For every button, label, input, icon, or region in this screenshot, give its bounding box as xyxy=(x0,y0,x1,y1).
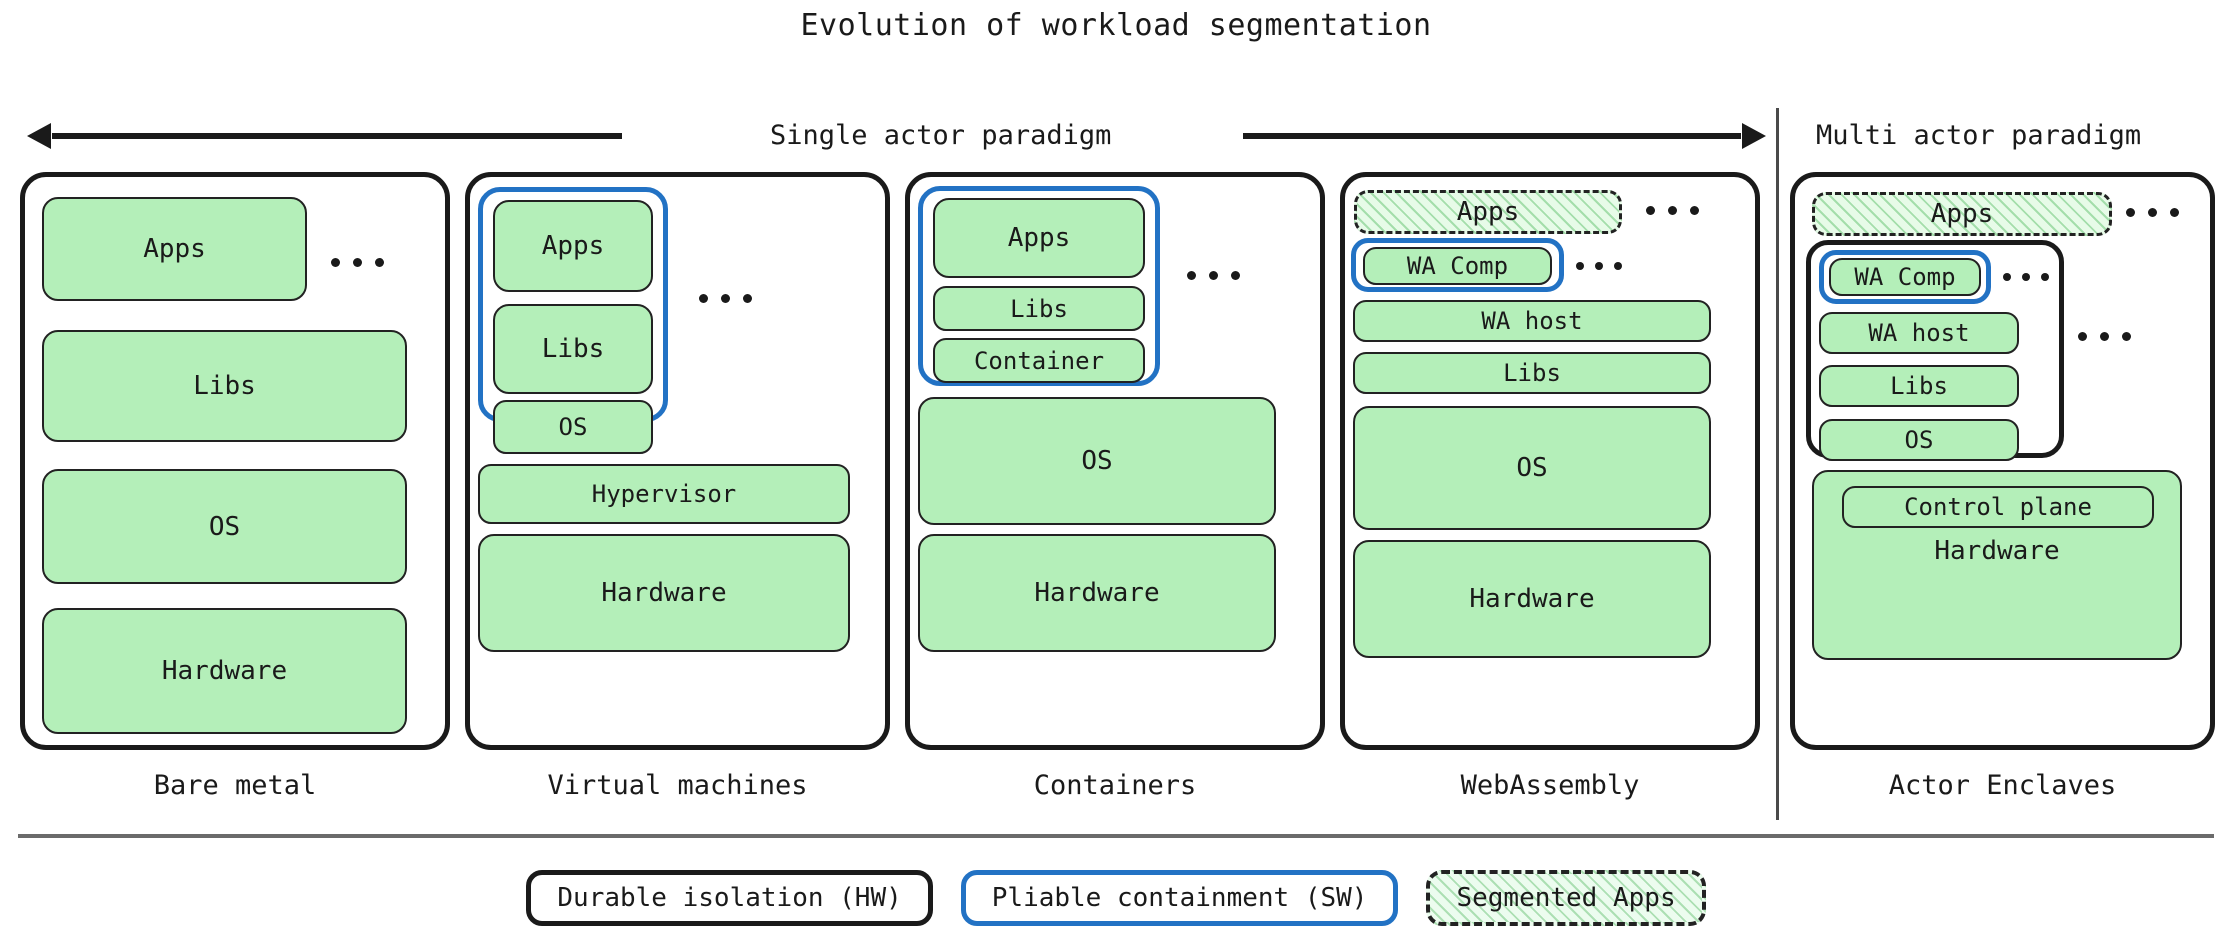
layer-os[interactable]: OS xyxy=(493,400,653,454)
caption-containers: Containers xyxy=(1033,770,1197,801)
ellipsis-icon-apps xyxy=(331,258,384,267)
layer-libs[interactable]: Libs xyxy=(42,330,407,442)
ellipsis-icon-guest xyxy=(699,294,752,303)
column-bare-metal: Apps Libs OS Hardware xyxy=(20,172,450,750)
layer-wa-host[interactable]: WA host xyxy=(1353,300,1711,342)
paradigm-band: Single actor paradigm Multi actor paradi… xyxy=(0,108,2232,162)
caption-actor-enclaves: Actor Enclaves xyxy=(1888,770,2117,801)
layer-apps[interactable]: Apps xyxy=(493,200,653,292)
ellipsis-icon-apps xyxy=(1646,206,1699,215)
arrow-right-icon xyxy=(1243,133,1741,139)
layer-hypervisor[interactable]: Hypervisor xyxy=(478,464,850,524)
ellipsis-icon-apps xyxy=(2126,208,2179,217)
single-actor-paradigm-label: Single actor paradigm xyxy=(770,120,1112,151)
legend-item-durable-isolation[interactable]: Durable isolation (HW) xyxy=(526,870,933,926)
multi-actor-paradigm-label: Multi actor paradigm xyxy=(1816,120,2142,151)
stack-columns: Apps Libs OS Hardware Apps Libs OS Hyper… xyxy=(0,172,2232,752)
layer-hardware[interactable]: Hardware xyxy=(478,534,850,652)
page-title: Evolution of workload segmentation xyxy=(800,8,1432,43)
sw-containment-boundary xyxy=(1351,238,1564,292)
caption-bare-metal: Bare metal xyxy=(153,770,317,801)
layer-hardware[interactable]: Control plane Hardware xyxy=(1812,470,2182,660)
legend-item-segmented-apps[interactable]: Segmented Apps xyxy=(1426,870,1706,926)
ellipsis-icon-wa-comp xyxy=(2003,273,2049,281)
layer-libs[interactable]: Libs xyxy=(1819,365,2019,407)
caption-webassembly: WebAssembly xyxy=(1460,770,1640,801)
ellipsis-icon-enclave xyxy=(2078,332,2131,341)
layer-hardware[interactable]: Hardware xyxy=(42,608,407,734)
legend-item-pliable-containment[interactable]: Pliable containment (SW) xyxy=(960,870,1399,926)
layer-libs[interactable]: Libs xyxy=(493,304,653,394)
layer-os[interactable]: OS xyxy=(918,397,1276,525)
layer-control-plane[interactable]: Control plane xyxy=(1842,486,2154,528)
legend-divider xyxy=(18,834,2214,838)
layer-hardware[interactable]: Hardware xyxy=(1353,540,1711,658)
column-actor-enclaves: Apps WA Comp WA host Libs OS Control pla… xyxy=(1790,172,2215,750)
sw-containment-boundary xyxy=(918,186,1160,386)
caption-virtual-machines: Virtual machines xyxy=(547,770,808,801)
layer-wa-comp[interactable]: WA Comp xyxy=(1363,247,1552,285)
layer-libs[interactable]: Libs xyxy=(933,286,1145,331)
layer-container[interactable]: Container xyxy=(933,338,1145,383)
layer-hardware-label: Hardware xyxy=(1934,536,2060,566)
layer-wa-comp[interactable]: WA Comp xyxy=(1829,258,1981,296)
arrow-left-icon xyxy=(52,133,622,139)
column-containers: Apps Libs Container OS Hardware xyxy=(905,172,1325,750)
layer-os[interactable]: OS xyxy=(1353,406,1711,530)
column-webassembly: Apps WA Comp WA host Libs OS Hardware xyxy=(1340,172,1760,750)
layer-os[interactable]: OS xyxy=(42,469,407,584)
ellipsis-icon-wa-comp xyxy=(1576,262,1622,270)
layer-apps-segmented[interactable]: Apps xyxy=(1354,190,1622,234)
layer-wa-host[interactable]: WA host xyxy=(1819,312,2019,354)
paradigm-vertical-divider xyxy=(1776,108,1779,820)
layer-apps[interactable]: Apps xyxy=(42,197,307,301)
sw-containment-boundary xyxy=(1819,250,1991,304)
layer-apps[interactable]: Apps xyxy=(933,198,1145,278)
layer-libs[interactable]: Libs xyxy=(1353,352,1711,394)
legend: Durable isolation (HW) Pliable containme… xyxy=(0,870,2232,926)
layer-apps-segmented[interactable]: Apps xyxy=(1812,192,2112,236)
layer-os[interactable]: OS xyxy=(1819,419,2019,461)
layer-hardware[interactable]: Hardware xyxy=(918,534,1276,652)
ellipsis-icon-container xyxy=(1187,271,1240,280)
column-virtual-machines: Apps Libs OS Hypervisor Hardware xyxy=(465,172,890,750)
